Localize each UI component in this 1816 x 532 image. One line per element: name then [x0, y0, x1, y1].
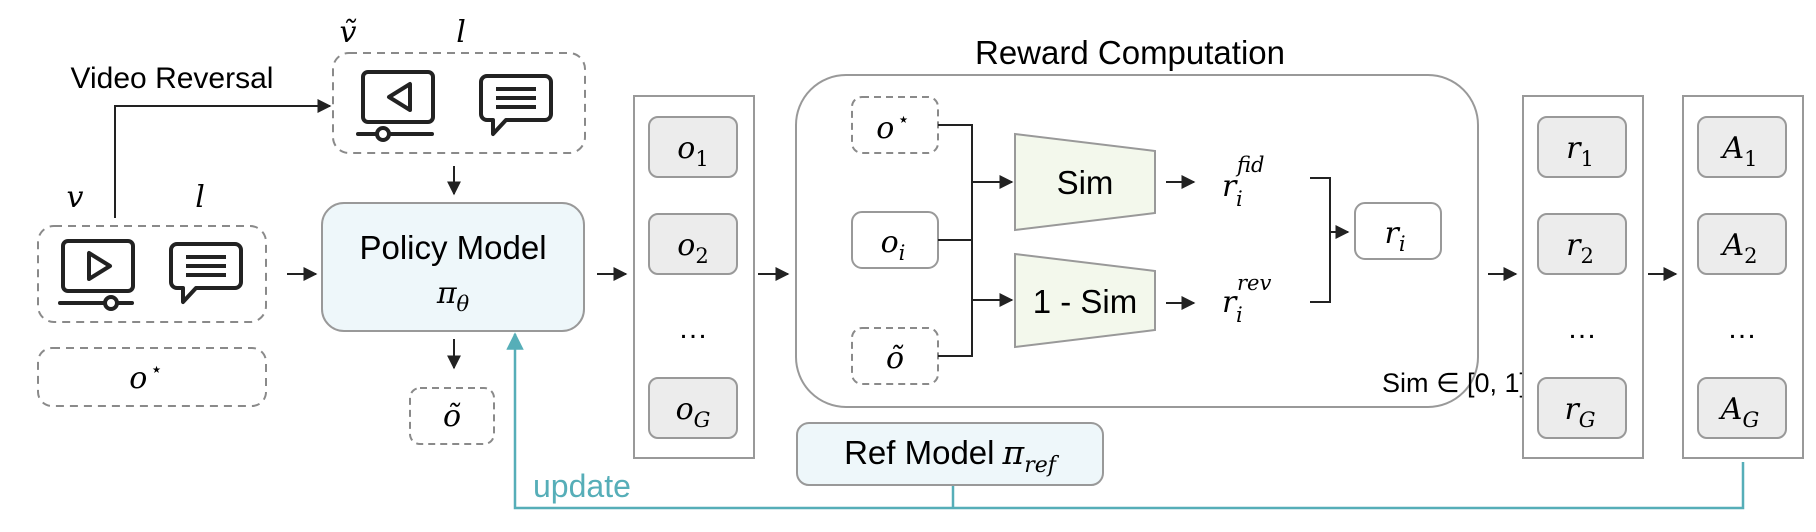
output-token [648, 116, 738, 178]
output-label: o1 [677, 131, 708, 171]
o-star-box [37, 347, 267, 407]
sim-block [1014, 132, 1156, 232]
policy-symbol: πθ [436, 276, 470, 316]
r-fid-label: rifid [1222, 153, 1264, 211]
advantage-label: A1 [1719, 131, 1757, 171]
chat-text-icon [479, 74, 553, 136]
reward-computation-title: Reward Computation [975, 34, 1285, 71]
advantage-token [1697, 377, 1787, 439]
sim-label: Sim [1057, 164, 1114, 201]
chat-text-icon [169, 242, 243, 304]
sim-range-label: Sim ∈ [0, 1] [1382, 368, 1527, 398]
reward-token [1537, 213, 1627, 275]
reward-computation-box [795, 74, 1479, 408]
input-box-dashed [37, 225, 267, 323]
reward-label: r2 [1566, 228, 1594, 268]
o-tilde-box [409, 387, 495, 445]
reward-o-tilde-label: õ [886, 341, 904, 376]
advantage-label: A2 [1719, 228, 1757, 268]
ref-model-box [796, 422, 1104, 486]
r-rev-label: rirev [1222, 271, 1271, 327]
one-minus-sim-label: 1 - Sim [1033, 283, 1138, 320]
reversed-input-box-dashed [332, 52, 586, 154]
r-i-box [1354, 202, 1442, 260]
reward-label: rG [1564, 392, 1595, 432]
output-token [648, 213, 738, 275]
advantage-token [1697, 116, 1787, 178]
output-label: o2 [677, 228, 708, 268]
video-rewind-icon [356, 70, 435, 142]
reward-token [1537, 377, 1627, 439]
outputs-ellipsis: … [678, 312, 708, 345]
video-play-icon [58, 239, 135, 311]
o-star-label: o⋆ [129, 357, 163, 396]
reward-token [1537, 116, 1627, 178]
reward-o-star-box [851, 96, 939, 154]
v-symbol: v [67, 180, 84, 215]
combine-bracket [1310, 177, 1331, 303]
rewards-ellipsis: … [1567, 312, 1597, 345]
update-arrow [506, 332, 1745, 510]
policy-model-label: Policy Model [359, 229, 546, 266]
reward-o-star-label: o⋆ [876, 107, 910, 146]
advantage-token [1697, 213, 1787, 275]
reward-connectors [938, 124, 973, 357]
output-label: oG [676, 392, 711, 432]
advantages-ellipsis: … [1727, 312, 1757, 345]
v-tilde-symbol: ṽ [340, 15, 357, 50]
l-symbol: l [195, 180, 205, 215]
output-token [648, 377, 738, 439]
reward-o-i-label: oi [881, 225, 906, 265]
policy-model-box [321, 202, 585, 332]
r-i-label: ri [1384, 216, 1405, 256]
advantage-label: AG [1718, 392, 1759, 432]
update-label: update [533, 468, 631, 504]
reward-label: r1 [1566, 131, 1594, 171]
o-tilde-label: õ [443, 399, 461, 434]
video-reversal-label: Video Reversal [71, 62, 274, 95]
one-minus-sim-block [1014, 252, 1156, 349]
l-symbol-reversed: l [456, 15, 466, 50]
video-reversal-arrow [114, 99, 332, 218]
